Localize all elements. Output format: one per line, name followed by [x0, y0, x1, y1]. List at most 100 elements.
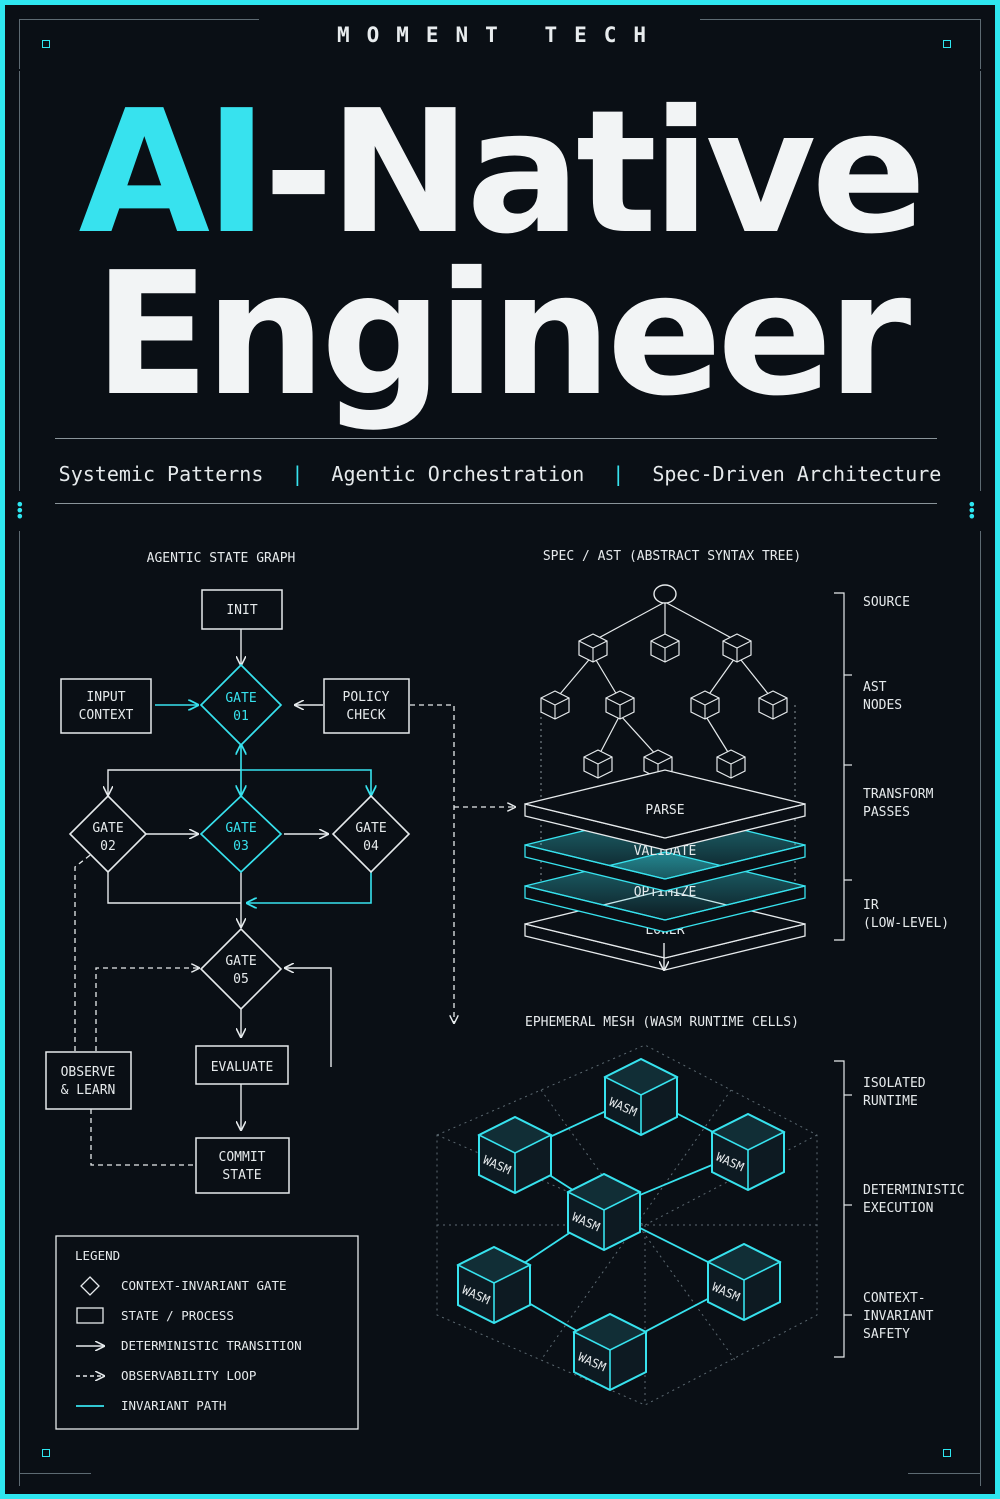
ast-label-transform: PASSES	[863, 805, 910, 820]
wasm-cell: WASM	[456, 1245, 532, 1325]
ast-label-source: SOURCE	[863, 595, 910, 610]
legend-item-label: CONTEXT-INVARIANT GATE	[121, 1278, 287, 1293]
subtitle-item: Agentic Orchestration	[331, 462, 585, 486]
brand-name: MOMENT TECH	[336, 23, 664, 47]
svg-text:CONTEXT: CONTEXT	[79, 708, 134, 723]
ast-heading: SPEC / AST (ABSTRACT SYNTAX TREE)	[543, 549, 801, 564]
ast-root-node	[653, 584, 677, 604]
ast-node-cube-icon	[540, 690, 570, 720]
mesh-side-labels: ISOLATED RUNTIME DETERMINISTIC EXECUTION…	[863, 1076, 965, 1342]
corner-square	[943, 1449, 951, 1457]
mesh-label-isolated: ISOLATED	[863, 1076, 926, 1091]
frame-left-lower	[19, 531, 20, 1486]
svg-text:CHECK: CHECK	[346, 708, 385, 723]
wasm-cell: WASM	[710, 1112, 786, 1192]
observability-edges	[74, 704, 515, 1166]
ast-label-transform: TRANSFORM	[863, 787, 934, 802]
ast-label-ir: IR	[863, 898, 879, 913]
subtitle-item: Spec-Driven Architecture	[652, 462, 942, 486]
legend-box	[55, 1235, 359, 1430]
legend-item-label: OBSERVABILITY LOOP	[121, 1368, 256, 1383]
svg-text:& LEARN: & LEARN	[61, 1083, 116, 1098]
ast-side-brackets	[834, 592, 852, 941]
svg-text:POLICY: POLICY	[343, 690, 390, 705]
subtitle-rule-top	[55, 438, 937, 439]
diagram-canvas: AGENTIC STATE GRAPH	[45, 549, 965, 1430]
mesh-diagram: EPHEMERAL MESH (WASM RUNTIME CELLS)	[436, 1015, 965, 1406]
ast-node-cube-icon	[758, 690, 788, 720]
wasm-cell: WASM	[706, 1242, 782, 1322]
corner-square	[943, 40, 951, 48]
mesh-label-safety: CONTEXT-	[863, 1291, 926, 1306]
node-gate-03: GATE 03	[199, 794, 283, 874]
wasm-cell: WASM	[566, 1172, 642, 1252]
side-dots-right: •••	[967, 495, 977, 526]
ast-node-cube-icon	[650, 633, 680, 663]
svg-text:05: 05	[233, 972, 249, 987]
svg-text:04: 04	[363, 839, 379, 854]
corner-square	[42, 1449, 50, 1457]
subtitle-rule-bottom	[55, 503, 937, 504]
node-gate-05: GATE 05	[199, 927, 283, 1011]
ast-layers: LOWEROPTIMIZEVALIDATEPARSE	[524, 769, 806, 971]
wasm-cell: WASM	[572, 1312, 648, 1392]
title-line-2: Engineer	[93, 236, 912, 434]
node-evaluate: EVALUATE	[195, 1045, 289, 1085]
rectangle-icon	[76, 1307, 104, 1324]
frame-top-left-v	[19, 19, 20, 69]
mesh-label-safety: INVARIANT	[863, 1309, 934, 1324]
ast-tree-edges	[554, 601, 774, 758]
svg-text:STATE: STATE	[222, 1168, 261, 1183]
ast-label-ir: (LOW-LEVEL)	[863, 916, 949, 931]
diamond-icon	[80, 1276, 100, 1296]
svg-text:INPUT: INPUT	[86, 690, 125, 705]
svg-text:02: 02	[100, 839, 116, 854]
frame-top-right	[700, 19, 981, 20]
subtitle-item: Systemic Patterns	[58, 462, 264, 486]
state-graph: AGENTIC STATE GRAPH	[45, 551, 515, 1194]
subtitle: Systemic Patterns | Agentic Orchestratio…	[5, 462, 995, 486]
invariant-path-edges	[155, 705, 371, 903]
ast-node-cube-icon	[690, 690, 720, 720]
graph-edges	[108, 629, 332, 1130]
svg-text:GATE: GATE	[92, 821, 123, 836]
frame-right-upper	[980, 71, 981, 491]
wasm-cell: WASM	[477, 1115, 553, 1195]
state-graph-heading: AGENTIC STATE GRAPH	[147, 551, 296, 566]
legend: LEGEND CONTEXT-INVARIANT GATE STATE / PR…	[55, 1235, 359, 1430]
corner-square	[42, 40, 50, 48]
svg-text:GATE: GATE	[355, 821, 386, 836]
node-gate-01: GATE 01	[199, 663, 283, 747]
ast-node-cube-icon	[583, 749, 613, 779]
node-init: INIT	[201, 589, 283, 630]
node-observe-learn: OBSERVE & LEARN	[45, 1051, 132, 1110]
ast-node-cube-icon	[716, 749, 746, 779]
title-line-1: AI-Native	[5, 83, 995, 263]
frame-left-upper	[19, 71, 20, 491]
frame-top-right-v	[980, 19, 981, 69]
ast-layer-slab: PARSE	[524, 769, 806, 851]
mesh-label-isolated: RUNTIME	[863, 1094, 918, 1109]
ast-node-cube-icon	[722, 633, 752, 663]
mesh-label-deterministic: EXECUTION	[863, 1201, 933, 1216]
subtitle-separator: |	[291, 462, 304, 486]
svg-text:OBSERVE: OBSERVE	[61, 1065, 116, 1080]
mesh-label-safety: SAFETY	[863, 1327, 910, 1342]
wasm-cell: WASM	[603, 1057, 679, 1137]
node-gate-04: GATE 04	[331, 794, 411, 874]
ast-label-nodes: AST	[863, 680, 887, 695]
frame-top-left	[19, 19, 259, 20]
frame-right-lower	[980, 531, 981, 1486]
legend-item-label: INVARIANT PATH	[121, 1398, 226, 1413]
legend-item-label: STATE / PROCESS	[121, 1308, 234, 1323]
ast-node-cube-icon	[578, 633, 608, 663]
frame-bottom-left	[19, 1473, 91, 1474]
mesh-label-deterministic: DETERMINISTIC	[863, 1183, 965, 1198]
frame-bottom-right	[908, 1473, 981, 1474]
book-cover: ••• ••• MOMENT TECH AI-Native Engineer S…	[5, 5, 995, 1494]
legend-title: LEGEND	[75, 1248, 120, 1263]
ast-node-cube-icon	[605, 690, 635, 720]
ast-layer-label: OPTIMIZE	[634, 885, 697, 900]
mesh-side-brackets	[834, 1060, 852, 1358]
